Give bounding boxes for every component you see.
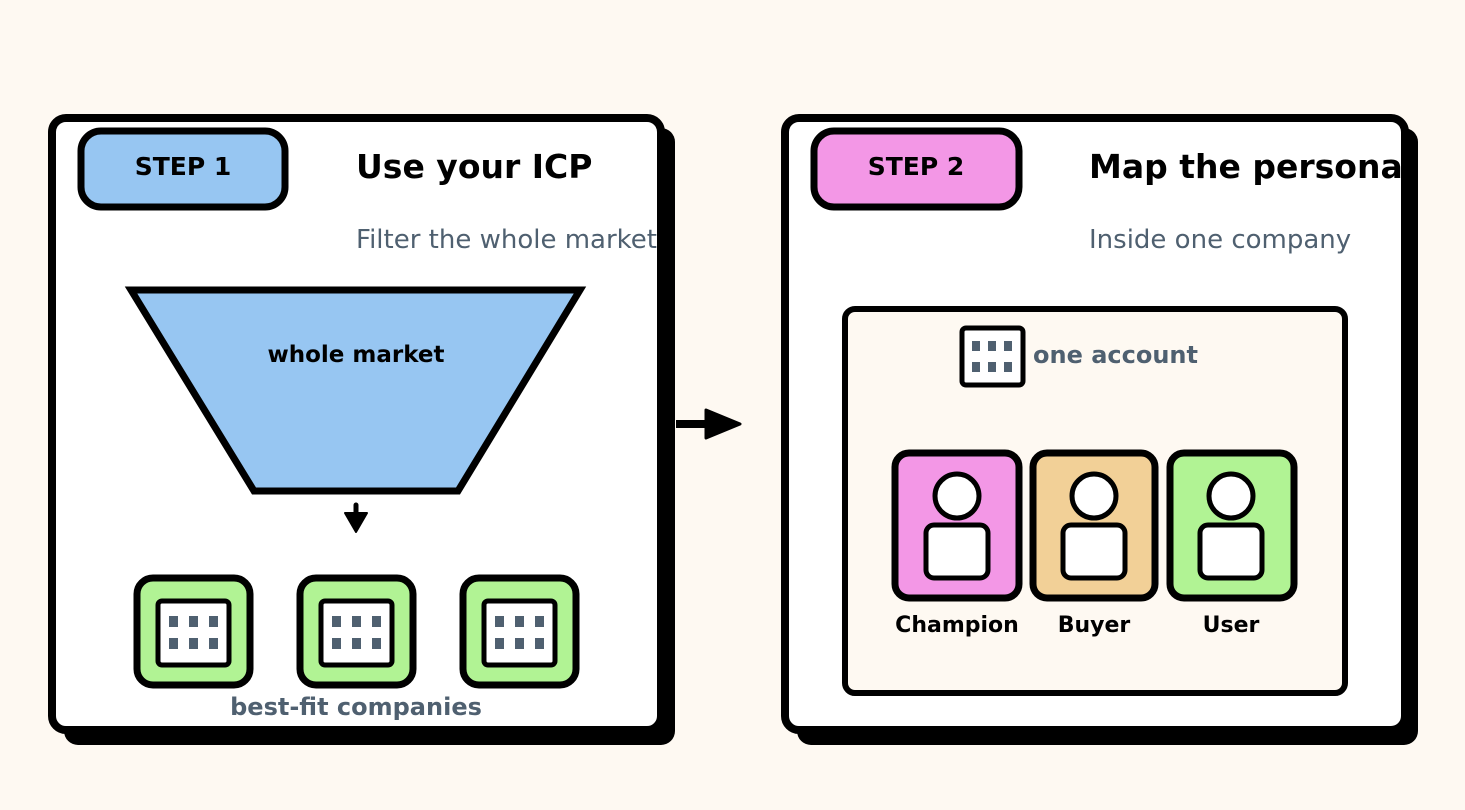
company-tile <box>133 574 254 689</box>
arrow-down-icon <box>344 502 368 533</box>
person-icon <box>1060 471 1128 581</box>
account-label: one account <box>1033 341 1198 369</box>
persona-label: Champion <box>895 613 1019 638</box>
funnel-shape <box>124 286 587 495</box>
step-1-card: STEP 1 Use your ICP Filter the whole mar… <box>48 114 675 745</box>
step-1-badge-pill <box>77 127 289 211</box>
company-tiles <box>133 574 580 689</box>
companies-label: best-fit companies <box>230 693 482 721</box>
persona-champion: Champion <box>891 449 1023 638</box>
step-1-subtitle: Filter the whole market <box>356 225 657 255</box>
building-icon <box>481 598 558 668</box>
account-panel: one account Champion Buye <box>842 306 1348 696</box>
company-tile <box>296 574 417 689</box>
step-1-badge: STEP 1 <box>77 127 289 211</box>
building-icon <box>959 325 1026 388</box>
persona-label: User <box>1203 613 1260 638</box>
person-icon <box>1197 471 1265 581</box>
step-2-title: Map the personas <box>1089 147 1422 186</box>
persona-user: User <box>1166 449 1298 638</box>
persona-buyer: Buyer <box>1029 449 1159 638</box>
step-2-card: STEP 2 Map the personas Inside one compa… <box>781 114 1422 745</box>
step-2-badge-pill <box>810 127 1023 211</box>
building-icon <box>155 598 232 668</box>
building-icon <box>318 598 395 668</box>
step-2-badge: STEP 2 <box>810 127 1023 211</box>
step-2-badge-label: STEP 2 <box>868 152 965 181</box>
company-tile <box>459 574 580 689</box>
step-2-subtitle: Inside one company <box>1089 225 1351 255</box>
persona-label: Buyer <box>1058 613 1131 638</box>
step-1-badge-label: STEP 1 <box>135 152 232 181</box>
person-icon <box>923 471 991 581</box>
step-1-title: Use your ICP <box>356 147 592 186</box>
arrow-right-icon <box>676 408 742 440</box>
funnel: whole market <box>124 286 587 495</box>
funnel-label: whole market <box>267 342 444 368</box>
